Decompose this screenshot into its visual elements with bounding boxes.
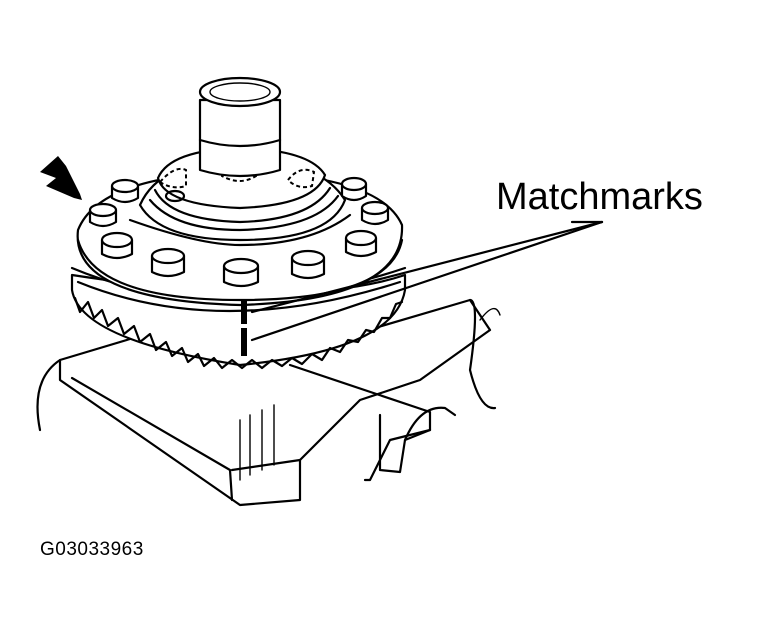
- figure-id: G03033963: [40, 539, 144, 560]
- arrow-pointer-icon: [40, 156, 82, 200]
- matchmark-ring-gear: [241, 328, 247, 356]
- flange-bolts: [88, 176, 390, 288]
- hub-shaft: [198, 76, 282, 178]
- matchmarks: [241, 300, 247, 356]
- matchmarks-label: Matchmarks: [496, 176, 703, 218]
- matchmark-case: [241, 300, 247, 324]
- vise: [36, 298, 501, 507]
- callout-leaders: [250, 220, 604, 342]
